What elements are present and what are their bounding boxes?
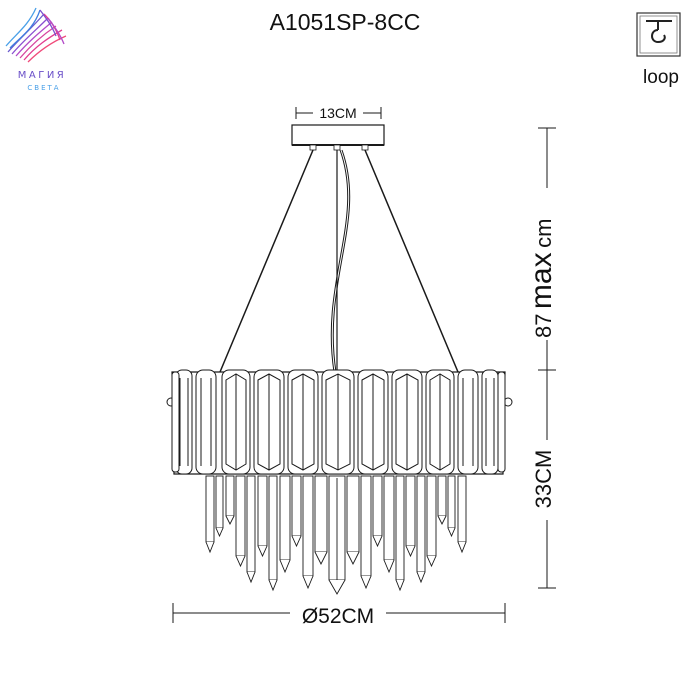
mount-type: loop	[636, 12, 681, 88]
drop-height-unit: cm	[531, 219, 556, 248]
model-title: A1051SP-8CC	[270, 9, 421, 35]
canopy-width-label: 13CM	[319, 105, 356, 121]
upper-crystal-ring	[171, 369, 506, 475]
suspension-cables	[219, 149, 459, 373]
body-height-label: 33CM	[531, 450, 556, 509]
wave-logo-icon	[5, 7, 67, 63]
mount-icon-frame	[636, 12, 681, 57]
mount-label: loop	[643, 67, 679, 88]
brand-name: МАГИЯ	[18, 70, 67, 81]
drop-height-number: 87	[531, 314, 556, 338]
diameter-label: Ø52CM	[302, 605, 374, 628]
chandelier-body	[166, 369, 513, 595]
canopy	[291, 124, 385, 151]
drop-height-max: max	[525, 252, 558, 309]
lower-crystal-prisms	[205, 475, 467, 595]
brand-logo: МАГИЯ СВЕТА	[5, 7, 67, 92]
brand-subname: СВЕТА	[27, 84, 60, 92]
drop-height-label: 87 max cm	[525, 219, 558, 338]
hook-loop-icon	[646, 20, 672, 44]
